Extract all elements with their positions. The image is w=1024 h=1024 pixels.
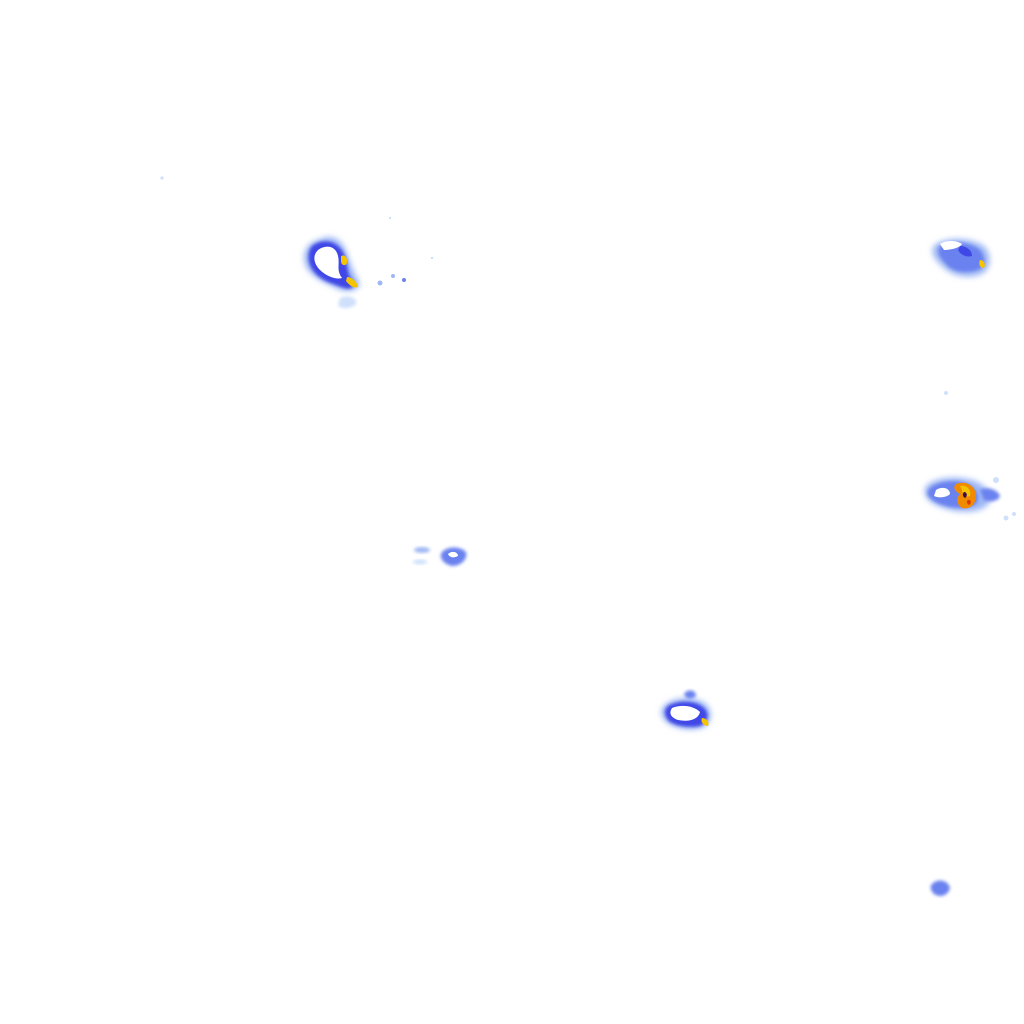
echo-south-center <box>661 690 711 730</box>
echo-southeast <box>930 880 950 896</box>
echo-center <box>413 547 467 566</box>
echo-speckles <box>160 176 948 395</box>
echo-east <box>924 477 1016 521</box>
echo-northwest <box>304 236 406 309</box>
echo-northeast <box>932 238 990 277</box>
